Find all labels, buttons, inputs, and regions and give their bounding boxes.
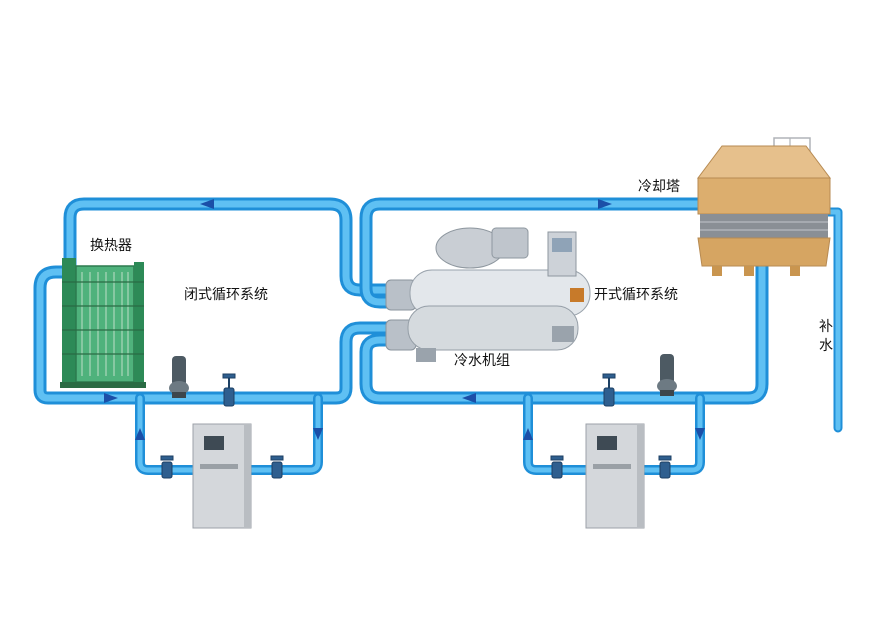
control-cabinet-icon bbox=[193, 424, 251, 528]
pump-icon bbox=[657, 354, 677, 396]
valve-icon bbox=[161, 456, 173, 478]
makeup-water-label: 补水 bbox=[818, 318, 834, 356]
open-loop-label: 开式循环系统 bbox=[594, 284, 678, 304]
cooling-tower-icon bbox=[698, 138, 830, 276]
pump-icon bbox=[169, 356, 189, 398]
valve-icon bbox=[659, 456, 671, 478]
valve-icon bbox=[603, 374, 615, 406]
heat-exchanger-icon bbox=[60, 258, 146, 388]
cooling-tower-label: 冷却塔 bbox=[638, 176, 680, 196]
control-cabinet-icon bbox=[586, 424, 644, 528]
valve-icon bbox=[551, 456, 563, 478]
heat-exchanger-label: 换热器 bbox=[90, 235, 132, 255]
valve-icon bbox=[223, 374, 235, 406]
valve-icon bbox=[271, 456, 283, 478]
chiller-label: 冷水机组 bbox=[454, 350, 510, 370]
chiller-icon bbox=[386, 228, 590, 362]
closed-loop-label: 闭式循环系统 bbox=[184, 284, 268, 304]
